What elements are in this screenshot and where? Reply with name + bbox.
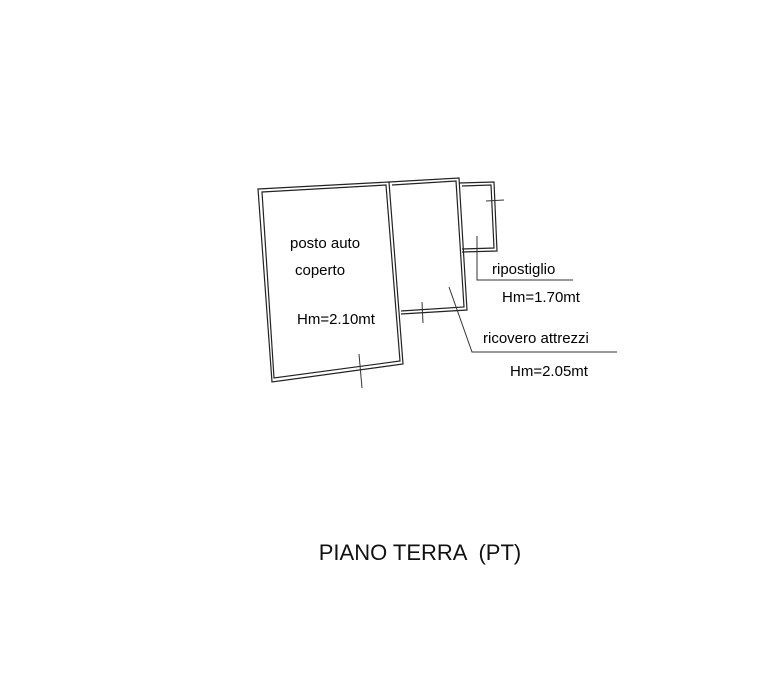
room-height-posto-auto: Hm=2.10mt	[297, 311, 375, 328]
room-name-posto-auto-line2: coperto	[295, 262, 346, 279]
room-name-ricovero: ricovero attrezzi	[483, 330, 589, 347]
wall-ricovero	[388, 177, 468, 315]
door-mark	[358, 353, 363, 389]
room-height-ricovero: Hm=2.05mt	[510, 363, 588, 380]
leader-ripostiglio	[476, 236, 573, 281]
room-name-posto-auto: posto auto	[290, 235, 361, 252]
door-mark	[485, 199, 505, 202]
wall-posto-auto	[257, 181, 404, 383]
leader-ricovero	[448, 286, 617, 353]
door-mark	[421, 301, 424, 324]
room-height-ripostiglio: Hm=1.70mt	[502, 289, 580, 306]
room-name-ripostiglio: ripostiglio	[492, 261, 556, 278]
wall-ripostiglio	[458, 181, 498, 253]
floor-title: PIANO TERRA (PT)	[318, 540, 522, 565]
